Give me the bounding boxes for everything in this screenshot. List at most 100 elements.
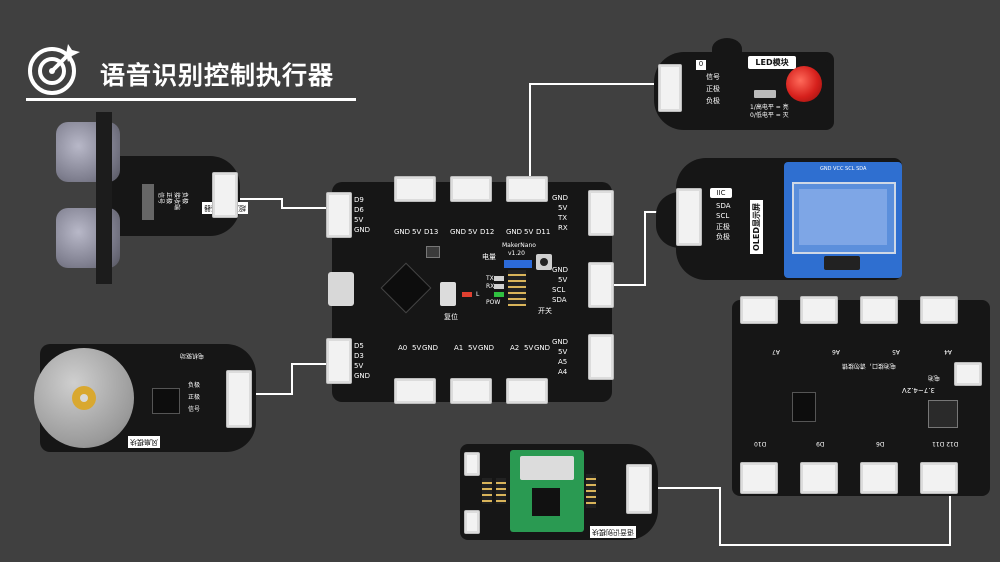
bottom-pin-5v-3: 5V [524,344,534,352]
oled-screen-board: GND VCC SCL SDA [784,162,902,278]
expansion-board: A7 A6 A5 A4 电池接口，请勿接错 电池 3.7~4.2V D10 D9… [732,296,990,496]
power-indicator [504,260,532,268]
led-tx [494,276,504,281]
exp-voltage: 3.7~4.2V [902,386,935,394]
exp-chip-a [792,392,816,422]
board-name: MakerNano [502,242,536,249]
bottom-pin-gnd-2: GND [478,344,495,352]
bottom-pin-a0: A0 [398,344,408,352]
exp-connector-bottom-2 [800,462,838,494]
led-connector [658,64,682,112]
oled-title: OLED显示屏 [750,199,763,254]
oled-screen-pins: GND VCC SCL SDA [820,166,867,172]
exp-pin-a6: A6 [832,348,840,355]
voice-module: 语音识别模块 [460,444,658,540]
led-resistor [754,90,776,98]
exp-connector-bottom-1 [740,462,778,494]
voice-connector-main [626,464,652,514]
page-title: 语音识别控制执行器 [100,61,335,90]
crystal [426,246,440,258]
right-pin-scl: SCL [552,286,566,294]
exp-battery-label: 电池 [928,374,941,381]
right-pin-5v-c: 5V [558,348,568,356]
ultrasonic-crystal [142,184,154,220]
bottom-pin-5v-1: 5V [412,344,422,352]
reset-button [440,282,456,306]
usb-port [328,272,354,306]
left-pin-gnd-a: GND [354,226,371,234]
led-tx-label: TX [486,275,494,282]
fan-connector [226,370,252,428]
left-pin-d6: D6 [354,206,364,214]
connector-top-1 [394,176,436,202]
exp-chip-b [928,400,958,428]
title-underline [26,98,356,101]
right-pin-gnd-a: GND [552,194,569,202]
top-pin-5v-2: 5V [468,228,478,236]
fan-title: 风扇模块 [128,436,160,448]
voice-header-c [586,474,596,508]
wire-led [529,83,654,178]
oled-iface: IIC [716,189,726,197]
wire-ultrasonic [236,198,332,209]
exp-battery-connector [954,362,982,386]
fan-pin-negative: 负极 [188,382,201,389]
bottom-pin-5v-2: 5V [468,344,478,352]
ultrasonic-module: 信号 正极 接收端 负极 超声波传感器 [56,112,248,284]
connector-top-2 [450,176,492,202]
connector-right-top [588,190,614,236]
ultrasonic-pin-negative: 负极 [181,192,188,205]
exp-connector-bottom-3 [860,462,898,494]
wire-voice [658,487,951,546]
right-pin-rx: RX [558,224,568,232]
led-pin-no-box: 0 [696,60,706,70]
board-version: v1.20 [508,250,525,257]
oled-ribbon [824,256,860,270]
bottom-pin-gnd-1: GND [422,344,439,352]
led-pin-signal: 信号 [706,73,720,81]
oled-pin-positive: 正极 [716,223,730,231]
connector-bottom-1 [394,378,436,404]
connector-bottom-2 [450,378,492,404]
wire-fan [256,363,332,395]
led-module: 0 信号 正极 负极 LED模块 1/高电平 = 亮 0/低电平 = 灭 [654,38,834,130]
voice-chip-board [510,450,584,532]
left-pin-5v-b: 5V [354,362,364,370]
exp-connector-top-4 [920,296,958,324]
fan-pin-signal: 信号 [188,406,201,413]
voice-header-b [496,478,506,504]
connector-top-3 [506,176,548,202]
top-pin-d12: D12 [480,228,495,236]
exp-note: 电池接口，请勿接错 [842,362,897,369]
reset-label: 复位 [444,313,458,321]
voice-control-icon [28,44,80,95]
voice-connector-a [464,452,480,476]
led-note-low: 0/低电平 = 灭 [750,112,789,119]
right-pin-gnd-c: GND [552,338,569,346]
right-pin-sda: SDA [552,296,567,304]
led-pin-negative: 负极 [706,97,720,105]
fan-sub-label: 电机驱动 [180,352,205,359]
exp-pin-d6: D6 [876,440,885,447]
top-pin-5v-1: 5V [412,228,422,236]
oled-pin-sda: SDA [716,202,731,210]
left-pin-d3: D3 [354,352,364,360]
oled-module: IIC SDA SCL 正极 负极 OLED显示屏 GND VCC SCL SD… [656,158,902,280]
switch-label: 开关 [538,307,552,315]
top-pin-gnd-2: GND [450,228,467,236]
bottom-pin-gnd-3: GND [534,344,551,352]
bottom-pin-a2: A2 [510,344,520,352]
led-l-label: L [476,291,480,298]
led-title: LED模块 [755,58,789,67]
connector-right-mid [588,262,614,308]
exp-connector-top-1 [740,296,778,324]
left-pin-d5: D5 [354,342,364,350]
exp-connector-bottom-4 [920,462,958,494]
oled-pin-scl: SCL [716,212,730,220]
main-board: GND 5V D13 GND 5V D12 GND 5V D11 D9 D6 5… [326,176,614,404]
voice-connector-b [464,510,480,534]
oled-display [792,182,896,254]
exp-pin-a5: A5 [892,348,900,355]
right-pin-gnd-b: GND [552,266,569,274]
switch-button [536,254,552,270]
